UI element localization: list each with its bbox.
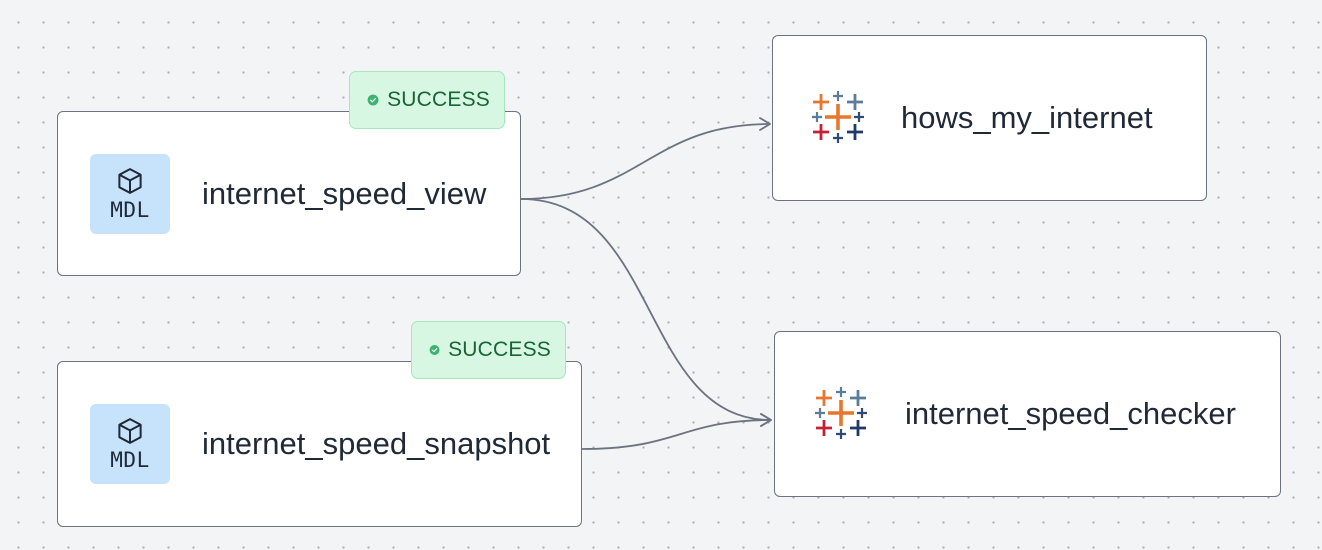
node-hows-my-internet[interactable]: hows_my_internet <box>772 35 1207 201</box>
tableau-logo-icon <box>812 91 864 143</box>
node-internet-speed-snapshot[interactable]: MDL internet_speed_snapshot <box>57 361 582 527</box>
node-label: internet_speed_checker <box>905 396 1236 431</box>
edge-view-to-hows-my-internet <box>520 117 771 200</box>
node-label: hows_my_internet <box>901 100 1153 135</box>
tableau-logo-icon <box>815 387 867 439</box>
status-badge-internet-speed-view: SUCCESS <box>349 71 505 129</box>
node-internet-speed-checker[interactable]: internet_speed_checker <box>774 331 1281 497</box>
mdl-type-badge: MDL <box>90 153 170 234</box>
cube-icon <box>118 418 142 444</box>
status-badge-internet-speed-snapshot: SUCCESS <box>411 321 566 379</box>
edge-view-to-speed-checker <box>520 198 772 427</box>
check-circle-icon <box>367 94 379 106</box>
node-internet-speed-view[interactable]: MDL internet_speed_view <box>57 111 521 276</box>
status-text: SUCCESS <box>387 88 490 111</box>
mdl-badge-label: MDL <box>110 448 150 472</box>
status-text: SUCCESS <box>448 338 551 361</box>
mdl-badge-label: MDL <box>110 197 150 222</box>
node-label: internet_speed_view <box>202 175 487 211</box>
mdl-type-badge: MDL <box>90 404 170 484</box>
cube-icon <box>118 167 142 194</box>
node-label: internet_speed_snapshot <box>202 426 551 461</box>
check-circle-icon <box>429 345 440 355</box>
edge-snapshot-to-speed-checker <box>581 413 772 450</box>
